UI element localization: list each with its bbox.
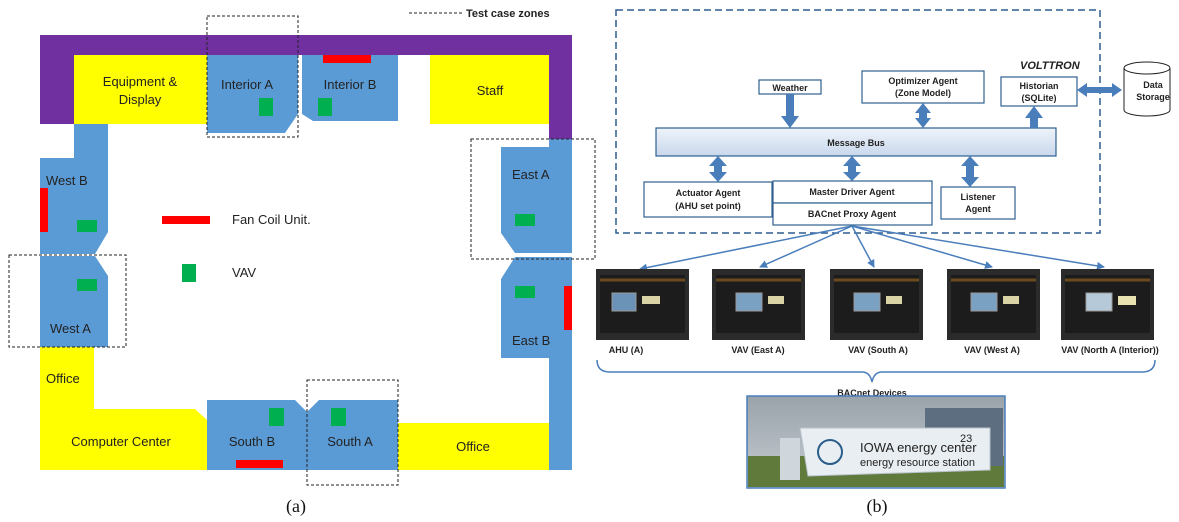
device-photo-ahu (596, 269, 689, 340)
sign-text-1: IOWA energy center (860, 440, 977, 455)
label-interior-b: Interior B (324, 77, 377, 92)
architecture-panel: VOLTTRON Weather Optimizer Agent (Zone M… (596, 9, 1171, 517)
vav-interior-b (318, 98, 332, 116)
caption-b: (b) (867, 496, 888, 517)
legend-fcu-swatch (162, 216, 210, 224)
devices-brace (596, 359, 1156, 383)
optimizer-box (861, 70, 985, 104)
bacnet-devices-label: BACnet Devices (837, 388, 907, 398)
vav-west-b (77, 220, 97, 232)
actuator-label-2: (AHU set point) (675, 201, 741, 211)
label-equipment-1: Equipment & (103, 74, 178, 89)
label-office-left: Office (46, 371, 80, 386)
optimizer-label-1: Optimizer Agent (888, 76, 957, 86)
actuator-bus-arrow (709, 156, 727, 182)
bus-historian-arrow (1025, 106, 1043, 128)
room-computer-center (40, 409, 207, 470)
corridor (40, 35, 572, 139)
data-storage-label-1: Data (1143, 80, 1164, 90)
device-photo-vav-north-a (1061, 269, 1154, 340)
zone-south-a (307, 400, 398, 470)
device-label-ahu: AHU (A) (609, 345, 644, 355)
label-staff: Staff (477, 83, 504, 98)
caption-a: (a) (286, 496, 306, 517)
vav-east-b (515, 286, 535, 298)
fcu-south-b (236, 460, 283, 468)
label-west-b: West B (46, 173, 88, 188)
west-connector (74, 124, 108, 158)
room-office-left (40, 347, 94, 409)
legend-fcu: Fan Coil Unit. (232, 212, 311, 227)
label-west-a: West A (50, 321, 91, 336)
actuator-label-1: Actuator Agent (676, 188, 741, 198)
vav-south-b (269, 408, 284, 426)
data-storage-label-2: Storage (1136, 92, 1170, 102)
label-east-b: East B (512, 333, 550, 348)
device-photo-vav-west-a (947, 269, 1040, 340)
legend-test-zones: Test case zones (466, 8, 550, 20)
historian-storage-arrow (1077, 83, 1122, 97)
room-office-right (398, 423, 549, 470)
device-label-east-a: VAV (East A) (731, 345, 784, 355)
label-south-b: South B (229, 434, 275, 449)
label-east-a: East A (512, 167, 550, 182)
device-label-west-a: VAV (West A) (964, 345, 1020, 355)
message-bus (655, 127, 1057, 157)
fcu-west-b (40, 188, 48, 232)
zone-east-b (501, 257, 572, 358)
vav-west-a (77, 279, 97, 291)
bacnet-proxy-label: BACnet Proxy Agent (808, 209, 896, 219)
vav-south-a (331, 408, 346, 426)
label-interior-a: Interior A (221, 77, 273, 92)
zone-east-a (501, 147, 572, 253)
historian-box (1000, 76, 1078, 107)
label-office-right: Office (456, 439, 490, 454)
weather-bus-arrow (781, 94, 799, 128)
listener-label-2: Agent (965, 204, 991, 214)
data-storage-cylinder (1123, 61, 1171, 117)
test-zone-outlines (8, 15, 596, 486)
floorplan-panel: Test case zones Fan Coil Unit. VAV Equip… (8, 8, 596, 517)
device-photo-vav-south-a (830, 269, 923, 340)
message-bus-label: Message Bus (827, 138, 885, 148)
sign-text-2: energy resource station (860, 457, 975, 469)
label-south-a: South A (327, 434, 373, 449)
device-label-south-a: VAV (South A) (848, 345, 908, 355)
bacnet-proxy-box (772, 202, 933, 226)
fcu-east-b (564, 286, 572, 330)
driver-bus-arrow (843, 156, 861, 181)
vav-east-a (515, 214, 535, 226)
legend-vav-swatch (182, 264, 196, 282)
master-driver-label: Master Driver Agent (809, 187, 894, 197)
historian-label-2: (SQLite) (1022, 93, 1057, 103)
volttron-label: VOLTTRON (1020, 60, 1081, 72)
listener-bus-arrow (961, 156, 979, 187)
fcu-interior-b (323, 55, 371, 63)
east-corridor-lower (549, 358, 572, 470)
device-label-north-a: VAV (North A (Interior)) (1061, 345, 1159, 355)
label-equipment-2: Display (119, 92, 162, 107)
historian-label-1: Historian (1019, 81, 1058, 91)
proxy-device-links (639, 225, 1105, 272)
sign-text-3: 23 (960, 433, 972, 445)
vav-interior-a (259, 98, 273, 116)
listener-label-1: Listener (960, 192, 996, 202)
room-equipment-display (74, 55, 207, 124)
device-photos (596, 269, 1154, 340)
east-connector-top (549, 139, 572, 147)
listener-box (940, 186, 1016, 220)
legend-vav: VAV (232, 265, 256, 280)
weather-label: Weather (772, 83, 808, 93)
volttron-boundary (615, 9, 1101, 234)
label-computer-center: Computer Center (71, 434, 171, 449)
zone-interior-a (207, 55, 298, 133)
zone-west-a (40, 256, 108, 347)
device-photo-vav-east-a (712, 269, 805, 340)
optimizer-bus-arrow (915, 103, 931, 128)
optimizer-label-2: (Zone Model) (895, 88, 951, 98)
actuator-box (643, 181, 773, 218)
room-staff (430, 55, 549, 124)
ers-sign-photo: IOWA energy center energy resource stati… (746, 395, 1006, 489)
